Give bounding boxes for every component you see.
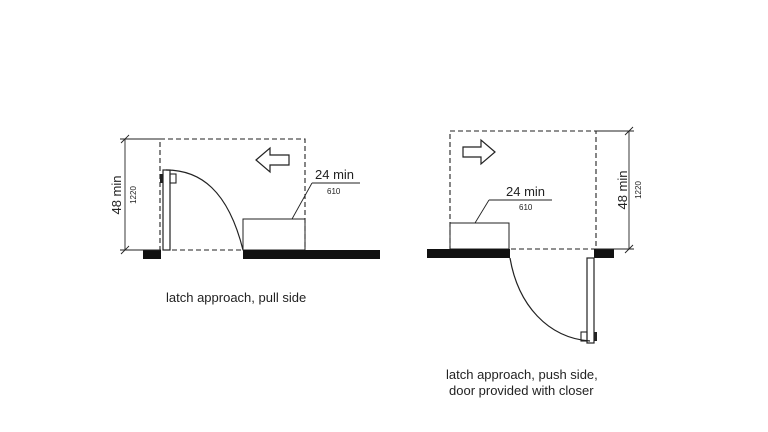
left-arrow-icon <box>255 146 290 174</box>
left-door-stop <box>160 174 163 183</box>
left-latch-label: 24 min <box>315 167 354 182</box>
left-depth-tick-top <box>120 134 130 144</box>
right-latch-metric: 610 <box>519 203 533 212</box>
right-wall-latch-side <box>427 249 510 258</box>
left-door-handle <box>169 173 177 184</box>
right-depth-label: 48 min <box>615 170 630 209</box>
left-latch-metric: 610 <box>327 187 341 196</box>
right-latch-leader <box>474 199 490 224</box>
right-arrow-icon <box>462 138 496 166</box>
right-wall-hinge-side <box>594 249 614 258</box>
right-caption-line2: door provided with closer <box>449 383 594 398</box>
left-depth-metric: 1220 <box>129 186 138 204</box>
left-clearance-area <box>159 138 306 251</box>
right-door-handle <box>580 331 588 342</box>
left-depth-label: 48 min <box>109 175 124 214</box>
left-diagram: 48 min 1220 24 min 610 latch approach, p… <box>109 134 380 305</box>
right-latch-label: 24 min <box>506 184 545 199</box>
left-latch-leader <box>291 182 313 220</box>
right-door-swing <box>509 257 591 342</box>
left-door-leaf <box>162 169 171 251</box>
right-depth-tick-bottom <box>624 244 634 254</box>
right-caption-line1: latch approach, push side, <box>446 367 598 382</box>
left-wall-latch-side <box>243 250 380 259</box>
left-caption: latch approach, pull side <box>166 290 306 305</box>
right-door-stop <box>594 332 597 341</box>
right-door-leaf <box>586 257 595 344</box>
left-depth-tick-bottom <box>120 245 130 255</box>
right-diagram: 48 min 1220 24 min 610 latch approach, p… <box>427 126 643 398</box>
right-depth-tick-top <box>624 126 634 136</box>
left-door-swing <box>165 169 244 251</box>
right-latch-clearance <box>449 222 510 250</box>
left-latch-clearance <box>242 218 306 251</box>
left-wall-hinge-side <box>143 250 161 259</box>
right-depth-metric: 1220 <box>634 181 643 199</box>
right-clearance-area <box>449 130 597 250</box>
